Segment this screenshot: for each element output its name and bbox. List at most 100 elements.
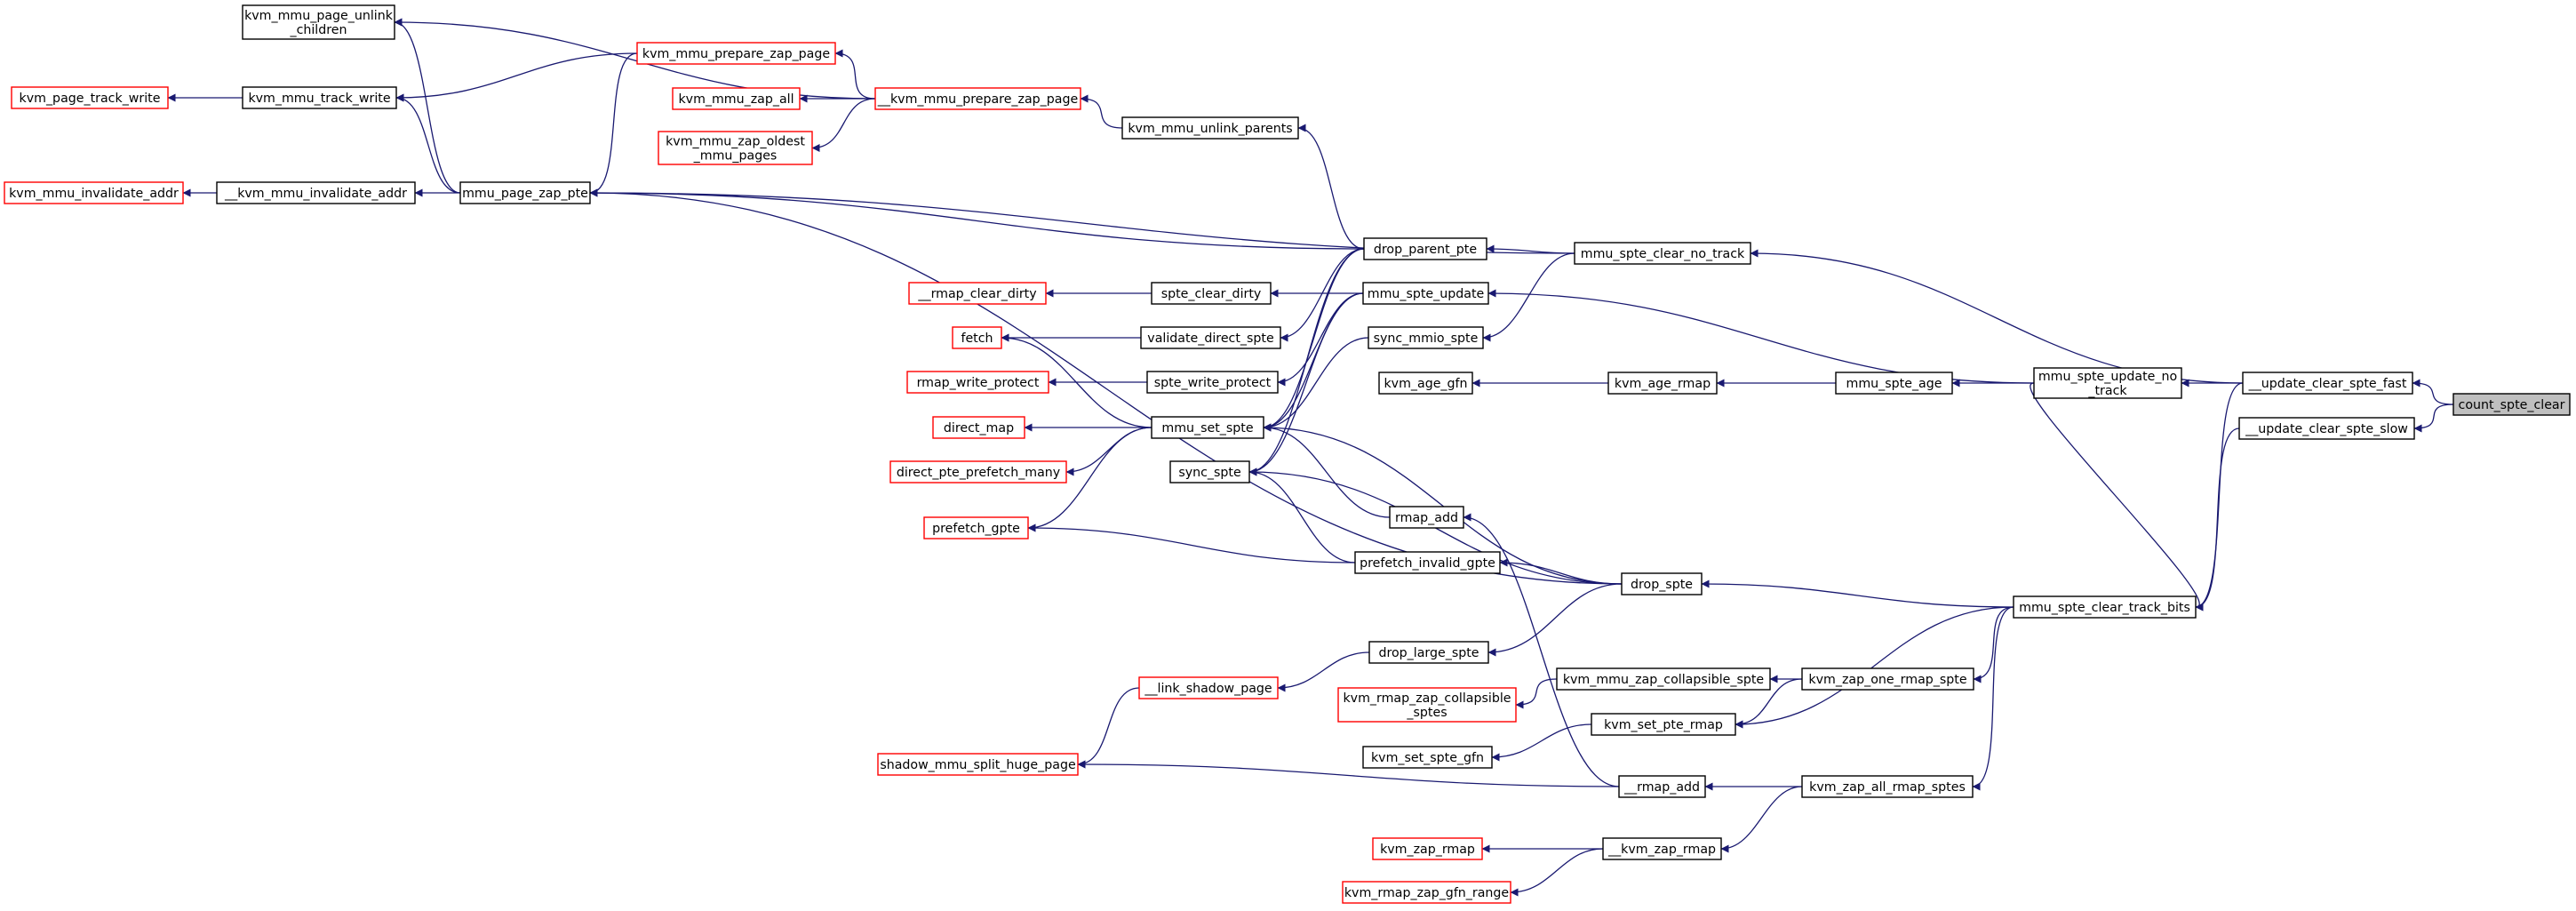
node-box [1556,667,1771,691]
node-label: fetch [961,332,993,346]
node-kvm-mmu-prepare-zap-page-inner[interactable]: __kvm_mmu_prepare_zap_page [874,87,1081,110]
node-kvm-mmu-page-unlink-children[interactable]: kvm_mmu_page_unlink_children [242,4,395,40]
node-link-shadow-page[interactable]: __link_shadow_page [1138,676,1279,699]
node-label: __kvm_mmu_invalidate_addr [224,187,407,201]
edge-update-clear-spte-fast-to-mmu-spte-clear-track-bits [2195,382,2244,611]
node-kvm-zap-rmap[interactable]: kvm_zap_rmap [1372,837,1483,860]
node-prefetch-gpte[interactable]: prefetch_gpte [923,516,1029,539]
node-mmu-page-zap-pte[interactable]: mmu_page_zap_pte [459,181,591,204]
node-label: kvm_rmap_zap_collapsible [1343,691,1511,706]
node-prefetch-invalid-gpte[interactable]: prefetch_invalid_gpte [1354,551,1501,574]
node-update-clear-spte-fast[interactable]: __update_clear_spte_fast [2242,372,2413,395]
node-sync-spte[interactable]: sync_spte [1169,460,1250,483]
node-kvm-mmu-zap-oldest-mmu-pages[interactable]: kvm_mmu_zap_oldest_mmu_pages [658,131,813,165]
node-kvm-mmu-invalidate-addr[interactable]: kvm_mmu_invalidate_addr [4,181,184,204]
node-label: mmu_set_spte [1161,421,1253,436]
node-kvm-mmu-zap-all[interactable]: kvm_mmu_zap_all [672,87,801,110]
node-box [889,460,1067,483]
node-box [908,282,1047,305]
node-kvm-rmap-zap-gfn-range[interactable]: kvm_rmap_zap_gfn_range [1342,881,1511,904]
node-rmap-add-inner[interactable]: __rmap_add [1618,775,1706,798]
node-shadow-mmu-split-huge-page[interactable]: shadow_mmu_split_huge_page [877,753,1079,776]
node-direct-pte-prefetch-many[interactable]: direct_pte_prefetch_many [889,460,1067,483]
node-box [1801,775,1974,798]
node-box [459,181,591,204]
node-kvm-age-rmap[interactable]: kvm_age_rmap [1607,372,1718,395]
node-box [2242,372,2413,395]
node-kvm-rmap-zap-collapsible-sptes[interactable]: kvm_rmap_zap_collapsible_sptes [1337,687,1517,723]
node-box [1621,572,1703,595]
node-box [1372,837,1483,860]
node-kvm-set-pte-rmap[interactable]: kvm_set_pte_rmap [1591,713,1736,736]
node-box [242,4,395,40]
node-kvm-zap-rmap-inner[interactable]: __kvm_zap_rmap [1602,837,1722,860]
node-kvm-zap-all-rmap-sptes[interactable]: kvm_zap_all_rmap_sptes [1801,775,1974,798]
edge-drop-parent-pte-to-kvm-mmu-unlink-parents [1297,124,1365,250]
node-rmap-write-protect[interactable]: rmap_write_protect [906,371,1049,394]
node-kvm-age-gfn[interactable]: kvm_age_gfn [1378,372,1473,395]
node-kvm-mmu-track-write[interactable]: kvm_mmu_track_write [242,86,397,109]
node-label: kvm_set_pte_rmap [1604,718,1723,732]
node-label: prefetch_invalid_gpte [1360,556,1495,571]
node-label: __link_shadow_page [1144,682,1272,696]
edge-kvm-mmu-prepare-zap-page-to-kvm-mmu-track-write [395,52,638,102]
node-drop-large-spte[interactable]: drop_large_spte [1368,641,1489,664]
node-kvm-mmu-prepare-zap-page[interactable]: kvm_mmu_prepare_zap_page [636,42,836,65]
node-update-clear-spte-slow[interactable]: __update_clear_spte_slow [2238,417,2415,440]
node-label: kvm_mmu_page_unlink [244,9,394,23]
node-label: drop_parent_pte [1374,243,1477,257]
node-drop-spte[interactable]: drop_spte [1621,572,1703,595]
node-kvm-zap-one-rmap-spte[interactable]: kvm_zap_one_rmap_spte [1801,667,1974,691]
node-box [1337,687,1517,723]
node-box [1389,506,1464,529]
node-label: kvm_zap_rmap [1380,843,1475,857]
node-label: __kvm_mmu_prepare_zap_page [877,92,1078,107]
node-box [874,87,1081,110]
node-label: sync_spte [1178,466,1240,480]
edge-sync-mmio-spte-to-mmu-set-spte [1263,337,1369,432]
node-label: _children [289,23,347,37]
node-label: _track [2087,384,2127,398]
node-box [672,87,801,110]
node-label: sync_mmio_spte [1374,332,1479,346]
node-box [906,371,1049,394]
node-box [1618,775,1706,798]
node-rmap-clear-dirty[interactable]: __rmap_clear_dirty [908,282,1047,305]
node-mmu-spte-age[interactable]: mmu_spte_age [1835,372,1953,395]
node-kvm-mmu-zap-collapsible-spte[interactable]: kvm_mmu_zap_collapsible_spte [1556,667,1771,691]
edge-drop-spte-to-mmu-set-spte [1263,423,1623,585]
node-box [1146,371,1279,394]
edge-drop-large-spte-to-link-shadow-page [1277,651,1370,692]
node-mmu-spte-update[interactable]: mmu_spte_update [1362,282,1489,305]
node-box [1363,237,1487,260]
edge-mmu-spte-update-to-spte-write-protect [1277,292,1364,387]
node-label: mmu_spte_update_no [2038,370,2177,384]
node-mmu-spte-clear-track-bits[interactable]: mmu_spte_clear_track_bits [2013,595,2197,619]
node-box [1140,326,1281,349]
node-mmu-spte-clear-no-track[interactable]: mmu_spte_clear_no_track [1574,242,1751,265]
edge-prefetch-invalid-gpte-to-sync-spte [1248,467,1356,563]
node-validate-direct-spte[interactable]: validate_direct_spte [1140,326,1281,349]
node-kvm-mmu-invalidate-addr-inner[interactable]: __kvm_mmu_invalidate_addr [216,181,416,204]
node-label: rmap_write_protect [917,376,1040,390]
node-spte-write-protect[interactable]: spte_write_protect [1146,371,1279,394]
node-kvm-mmu-unlink-parents[interactable]: kvm_mmu_unlink_parents [1121,116,1299,140]
node-rmap-add[interactable]: rmap_add [1389,506,1464,529]
edge-update-clear-spte-fast-to-mmu-spte-clear-no-track [1750,249,2244,384]
edge-mmu-spte-update-no-track-to-mmu-spte-clear-track-bits [2030,382,2204,611]
node-fetch[interactable]: fetch [952,326,1002,349]
node-sync-mmio-spte[interactable]: sync_mmio_spte [1368,326,1484,349]
node-label: kvm_mmu_track_write [248,92,390,106]
node-label: __update_clear_spte_fast [2248,377,2407,391]
node-kvm-page-track-write[interactable]: kvm_page_track_write [11,86,169,109]
node-box [1607,372,1718,395]
node-spte-clear-dirty[interactable]: spte_clear_dirty [1151,282,1272,305]
node-mmu-set-spte[interactable]: mmu_set_spte [1151,416,1264,439]
node-box [1368,641,1489,664]
node-box [877,753,1079,776]
node-kvm-set-spte-gfn[interactable]: kvm_set_spte_gfn [1362,746,1493,769]
node-drop-parent-pte[interactable]: drop_parent_pte [1363,237,1487,260]
node-mmu-spte-update-no-track[interactable]: mmu_spte_update_no_track [2033,367,2182,399]
node-direct-map[interactable]: direct_map [932,416,1025,439]
edge-kvm-mmu-unlink-parents-to-kvm-mmu-prepare-zap-page-inner [1080,94,1123,129]
